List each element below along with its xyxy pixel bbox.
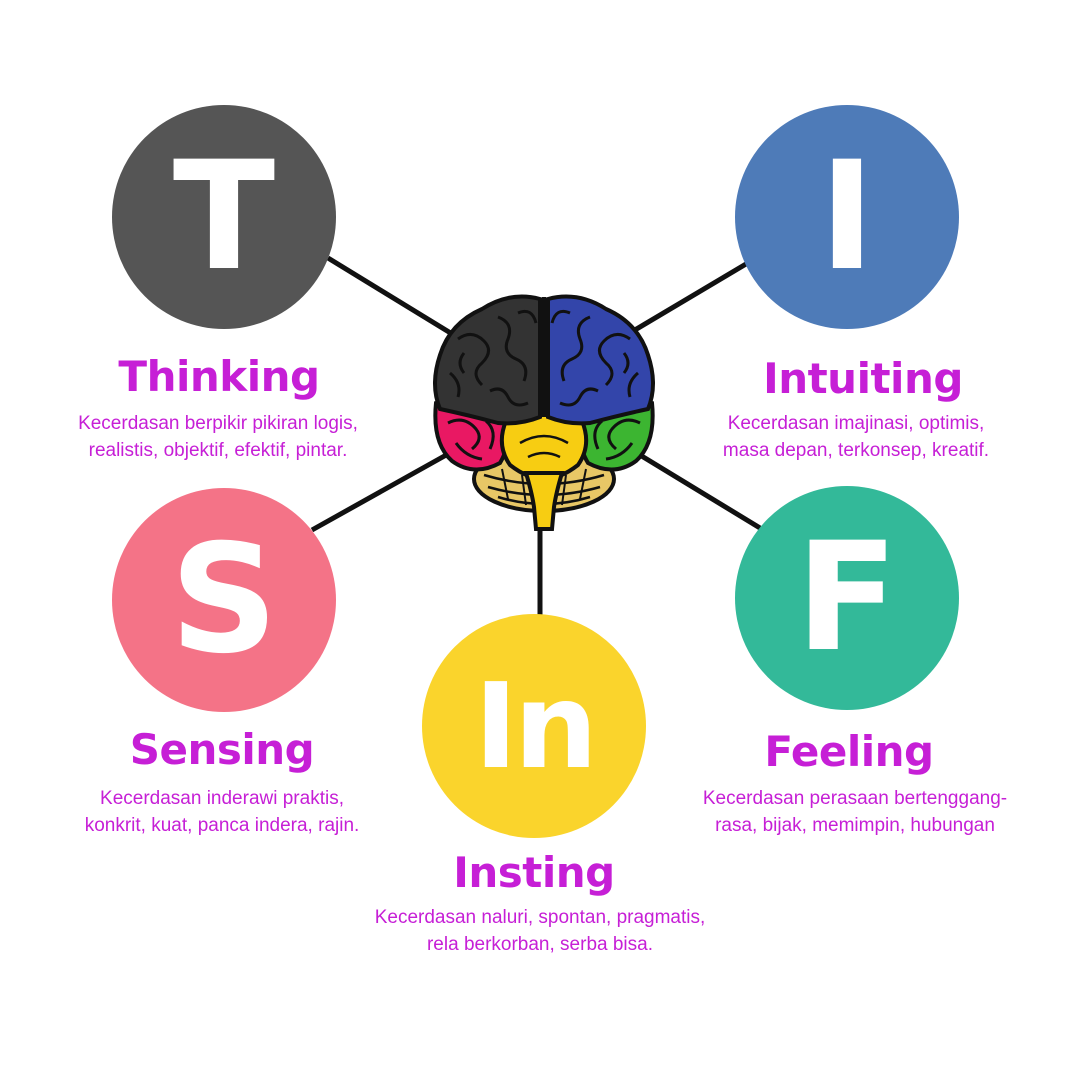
intuiting-title: Intuiting [763,354,963,403]
sensing-desc-line1: Kecerdasan inderawi praktis, [100,788,344,809]
intuiting-letter: I [819,130,875,304]
feeling-circle: F [735,486,959,710]
feeling-desc-line1: Kecerdasan perasaan bertenggang- [702,788,1008,809]
connector-intuiting [616,261,748,343]
intuiting-description: Kecerdasan imajinasi, optimis, masa depa… [646,410,1066,464]
insting-desc-line1: Kecerdasan naluri, spontan, pragmatis, [374,907,706,928]
sensing-desc-line2: konkrit, kuat, panca indera, rajin. [84,815,360,836]
feeling-description: Kecerdasan perasaan bertenggang- rasa, b… [645,785,1065,839]
thinking-desc-line2: realistis, objektif, efektif, pintar. [88,440,348,461]
intuiting-desc-line2: masa depan, terkonsep, kreatif. [722,440,990,461]
sensing-circle: S [112,488,336,712]
intuiting-circle: I [735,105,959,329]
thinking-description: Kecerdasan berpikir pikiran logis, reali… [8,410,428,464]
thinking-title: Thinking [118,352,320,401]
connector-feeling [638,452,762,531]
insting-title: Insting [453,848,615,897]
insting-desc-line2: rela berkorban, serba bisa. [426,934,653,955]
brain-icon [433,294,655,531]
sensing-letter: S [169,513,279,687]
sensing-description: Kecerdasan inderawi praktis, konkrit, ku… [12,785,432,839]
feeling-title: Feeling [764,727,934,776]
insting-circle: In [422,614,646,838]
insting-description: Kecerdasan naluri, spontan, pragmatis, r… [330,904,750,958]
thinking-desc-line1: Kecerdasan berpikir pikiran logis, [78,413,358,434]
connector-thinking [326,255,464,343]
thinking-letter: T [172,130,276,304]
feeling-desc-line2: rasa, bijak, memimpin, hubungan [715,815,995,836]
insting-letter: In [474,657,598,795]
intuiting-desc-line1: Kecerdasan imajinasi, optimis, [727,413,985,434]
sensing-title: Sensing [129,725,315,774]
connector-sensing [310,451,450,533]
thinking-circle: T [112,105,336,329]
feeling-letter: F [795,511,899,685]
